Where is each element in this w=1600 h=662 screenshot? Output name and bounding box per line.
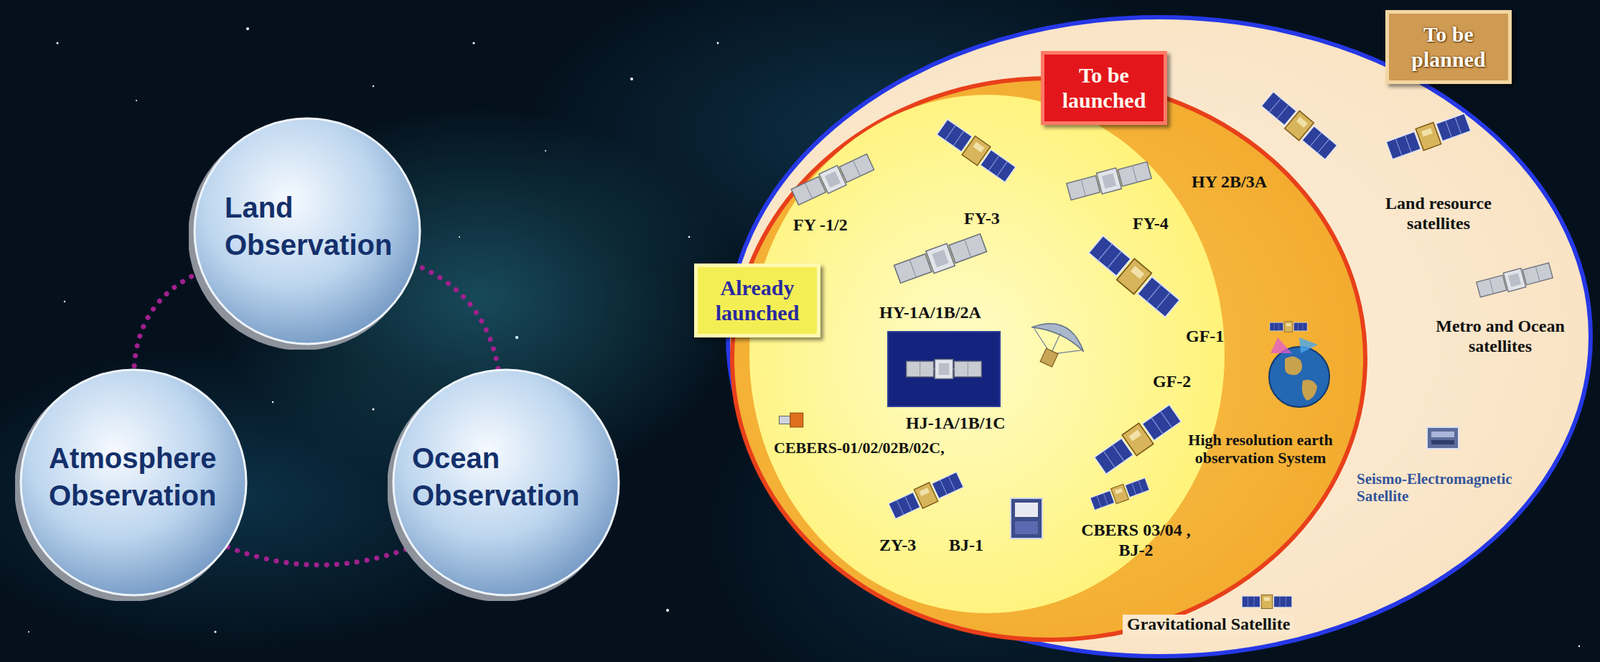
satellite-dish: [1020, 314, 1090, 377]
earth-globe-part: [1284, 356, 1303, 375]
satellite-dish-part: [1040, 348, 1059, 367]
star-dots-part: [27, 630, 30, 633]
star-dots-part: [213, 630, 217, 633]
star-dots-part: [372, 408, 375, 411]
satellite-hy1: [892, 231, 987, 286]
satellite-name: GF-2: [1152, 371, 1191, 392]
satellite-bj1: [1010, 498, 1043, 539]
satellite-name: FY -1/2: [793, 215, 848, 236]
observation-sphere-outline-part: [194, 118, 420, 344]
satellite-name: HY 2B/3A: [1191, 172, 1267, 193]
satellite-fy3: [935, 117, 1017, 185]
satellite-dish-part: [1051, 333, 1061, 353]
satellite-name: Metro and Ocean satellites: [1428, 316, 1573, 357]
satellite-name: ZY-3: [879, 535, 916, 556]
sphere-label: Land Observation: [224, 188, 408, 264]
star-dots-part: [1578, 645, 1580, 647]
star-dots-part: [472, 41, 475, 44]
star-dots-part: [630, 77, 634, 81]
satellite-name: High resolution earth observation System: [1177, 430, 1344, 468]
earth-globe-part: [1302, 379, 1318, 401]
satellite-gf1: [1086, 234, 1181, 320]
star-dots-part: [666, 608, 669, 612]
to-launch-region-outline-part: [732, 78, 1366, 640]
satellite-hy2b: [1259, 89, 1338, 161]
planned-region-outline-part: [727, 17, 1591, 657]
satellite-bj1-part: [1010, 498, 1043, 539]
status-tag: Already launched: [694, 263, 821, 338]
satellite-cbers03: [1089, 476, 1150, 512]
satellite-seismo: [1427, 427, 1459, 449]
satellite-name: FY-4: [1132, 213, 1169, 235]
star-dots-part: [63, 300, 66, 303]
planned-region: To be plannedTo be launchedAlready launc…: [724, 14, 1594, 659]
satellite-name: Gravitational Satellite: [1122, 614, 1295, 635]
satellite-name: FY-3: [964, 208, 1000, 229]
satellite-gf2: [1093, 402, 1183, 476]
star-dots-part: [272, 401, 274, 403]
observation-sphere: Atmosphere Observation: [15, 363, 252, 601]
star-dots-part: [372, 85, 374, 87]
dotted-link: [134, 272, 201, 369]
satellite-hj: [906, 359, 982, 380]
satellite-dish-part: [1054, 340, 1082, 364]
satellite-name: HJ-1A/1B/1C: [905, 413, 1006, 434]
star-dots-part: [544, 150, 547, 152]
satellite-name: BJ-1: [948, 535, 984, 556]
satellite-dish-part: [1027, 328, 1055, 352]
satellite-fy4: [1065, 159, 1153, 202]
launched-region-outline-part: [749, 94, 1225, 614]
satellite-name: CBERS 03/04 , BJ-2: [1069, 520, 1203, 560]
sphere-label: Atmosphere Observation: [48, 439, 232, 514]
observation-sphere-outline-part: [393, 369, 619, 596]
satellite-bj1-part: [1014, 502, 1038, 517]
star-dots-part: [515, 335, 519, 339]
earth-globe-part: [1269, 346, 1330, 407]
satellite-name: CEBERS-01/02/02B/02C,: [773, 438, 945, 457]
satellite-cebers-part: [779, 416, 792, 425]
sphere-label: Ocean Observation: [412, 439, 596, 514]
satellite-name: Seismo-Electromagnetic Satellite: [1356, 470, 1524, 505]
satellite-seismo-part: [1427, 427, 1459, 449]
satellite-fy12: [790, 152, 876, 207]
satellite-cebers-part: [790, 412, 804, 428]
dotted-link: [416, 264, 499, 369]
dotted-link: [227, 546, 413, 565]
satellite-cebers: [779, 412, 804, 428]
observation-sphere: Ocean Observation: [387, 363, 625, 601]
star-dots-part: [717, 42, 720, 45]
observation-sphere-outline-part: [20, 369, 247, 596]
satellite-name: HY-1A/1B/2A: [879, 302, 982, 324]
earth-globe-part: [1299, 337, 1318, 354]
earth-globe: [1269, 337, 1330, 407]
satellite-bj1-part: [1014, 521, 1038, 535]
satellite-name: Land resource satellites: [1377, 193, 1500, 234]
status-tag: To be launched: [1040, 50, 1168, 125]
satellite-seismo-part: [1431, 431, 1455, 438]
satellite-seismo-part: [1431, 440, 1455, 445]
satellite-name: GF-1: [1185, 326, 1224, 347]
earth-globe-part: [1270, 337, 1293, 354]
hj-image-panel: [887, 331, 1000, 407]
satellite-land-resource: [1385, 111, 1472, 162]
observation-sphere: Land Observation: [188, 112, 426, 350]
star-dots-part: [135, 99, 138, 102]
satellite-zy3: [887, 470, 965, 521]
star-dots-part: [458, 236, 461, 238]
status-tag: To be planned: [1385, 10, 1512, 84]
star-dots-part: [688, 236, 691, 239]
star-dots-part: [246, 27, 250, 31]
star-dots-part: [56, 42, 59, 45]
satellite-gravity: [1241, 594, 1293, 608]
satellite-hires: [1269, 321, 1308, 332]
satellite-dish-part: [1031, 314, 1090, 352]
satellite-metro: [1475, 260, 1554, 299]
